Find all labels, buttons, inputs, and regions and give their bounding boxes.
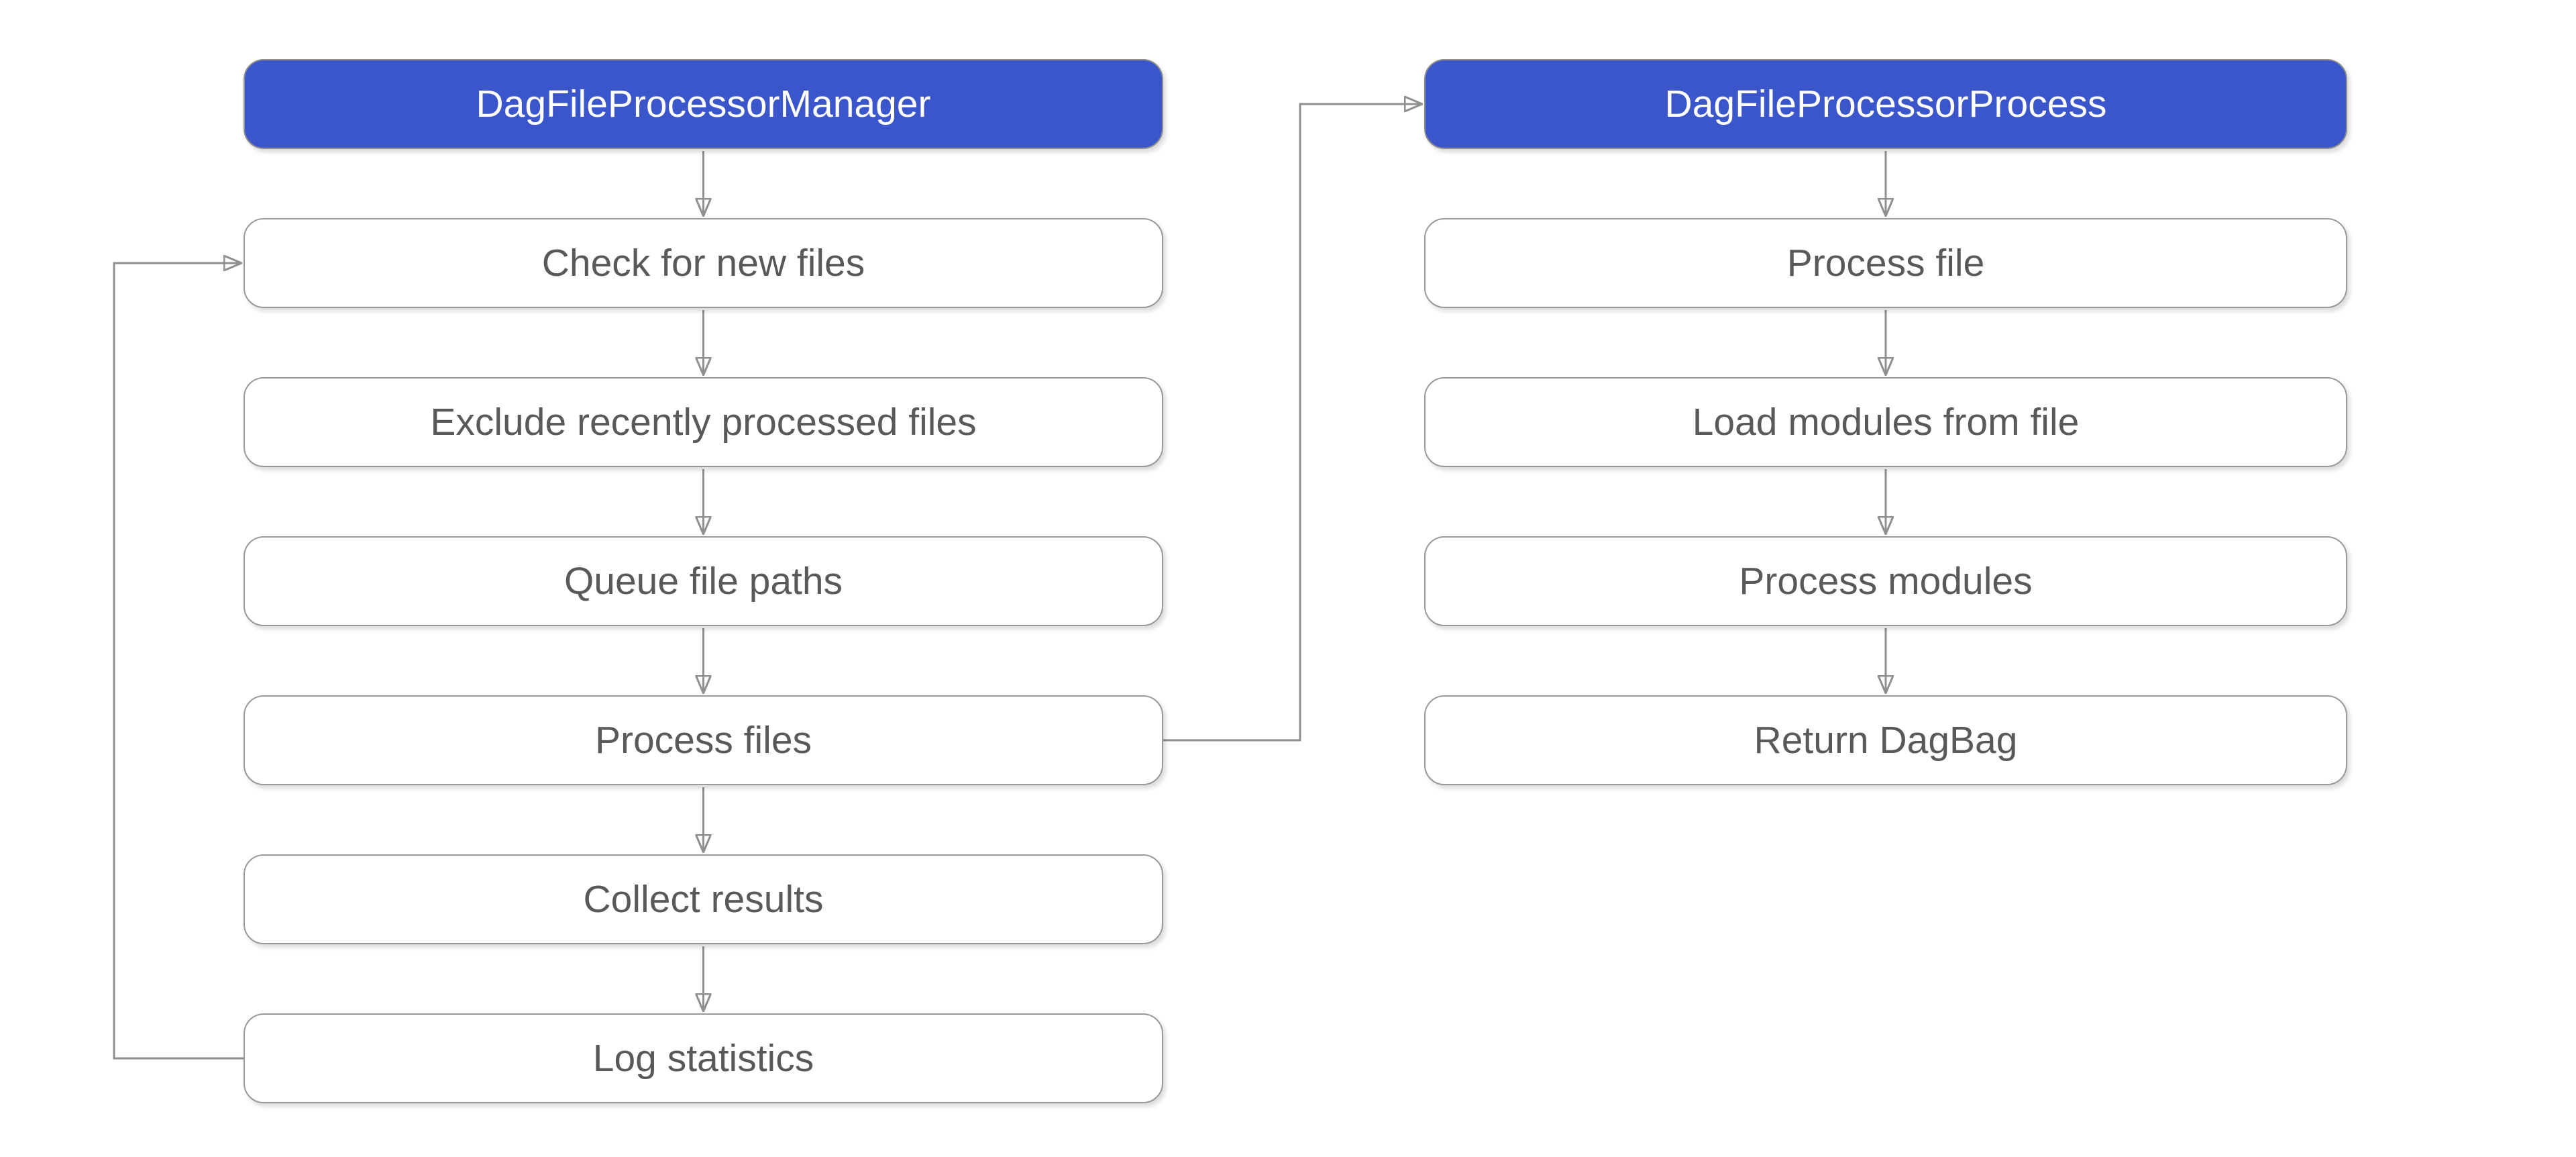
node-title-label: DagFileProcessorProcess [1664, 82, 2107, 125]
node-step-label: Log statistics [592, 1036, 814, 1080]
node-step-label: Queue file paths [564, 559, 843, 603]
node-return-dagbag: Return DagBag [1424, 695, 2347, 785]
node-step-label: Check for new files [541, 241, 865, 285]
node-step-label: Collect results [583, 877, 824, 921]
node-process-file: Process file [1424, 218, 2347, 308]
node-step-label: Load modules from file [1692, 400, 2080, 444]
node-queue-file-paths: Queue file paths [244, 536, 1163, 626]
node-title-label: DagFileProcessorManager [476, 82, 931, 125]
node-step-label: Return DagBag [1754, 718, 2018, 762]
node-step-label: Process modules [1739, 559, 2033, 603]
edge-log-loopback-to-check [113, 263, 244, 1060]
edge-processfiles-to-processor [1163, 104, 1422, 742]
node-collect-results: Collect results [244, 854, 1163, 944]
node-process-modules: Process modules [1424, 536, 2347, 626]
node-dagfileprocessormanager: DagFileProcessorManager [244, 59, 1163, 149]
column-dagfileprocessorprocess: DagFileProcessorProcess Process file Loa… [1424, 59, 2347, 785]
node-load-modules-from-file: Load modules from file [1424, 377, 2347, 467]
node-check-for-new-files: Check for new files [244, 218, 1163, 308]
node-step-label: Process file [1786, 241, 1985, 285]
node-log-statistics: Log statistics [244, 1013, 1163, 1103]
node-step-label: Exclude recently processed files [430, 400, 977, 444]
node-dagfileprocessorprocess: DagFileProcessorProcess [1424, 59, 2347, 149]
node-process-files: Process files [244, 695, 1163, 785]
node-exclude-recently-processed-files: Exclude recently processed files [244, 377, 1163, 467]
column-dagfileprocessormanager: DagFileProcessorManager Check for new fi… [244, 59, 1163, 1103]
node-step-label: Process files [594, 718, 812, 762]
